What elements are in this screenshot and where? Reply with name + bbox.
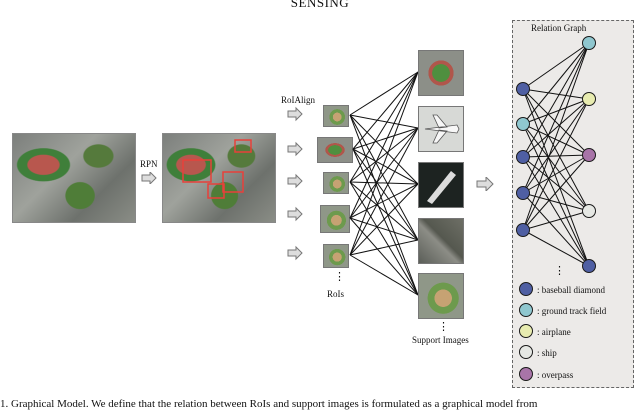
graph-arrow-icon <box>476 177 494 191</box>
rois-label: RoIs <box>327 289 345 299</box>
support-ellipsis: ⋮ <box>438 321 449 333</box>
support-images-label: Support Images <box>412 335 469 345</box>
support-image-diamond <box>418 273 464 319</box>
roialign-label: RoIAlign <box>281 95 316 105</box>
legend-swatch <box>519 282 533 296</box>
legend-label: : overpass <box>537 370 574 380</box>
legend-label: : baseball diamond <box>537 285 605 295</box>
rpn-label: RPN <box>140 159 158 169</box>
graph-node-left <box>516 223 530 237</box>
graph-node-right <box>582 148 596 162</box>
roi-thumbnail <box>323 244 349 268</box>
arrow-icon <box>287 206 303 222</box>
graph-node-left <box>516 186 530 200</box>
legend-swatch <box>519 324 533 338</box>
graph-node-left <box>516 117 530 131</box>
roi-thumbnail <box>323 172 349 194</box>
support-image-ship <box>418 162 464 208</box>
legend-swatch <box>519 345 533 359</box>
arrow-icon <box>287 173 303 189</box>
relation-graph-title: Relation Graph <box>531 23 587 33</box>
legend-label: : ship <box>537 348 557 358</box>
graph-node-right <box>582 92 596 106</box>
ship-icon <box>427 171 456 204</box>
graph-node-left <box>516 150 530 164</box>
graph-node-right <box>582 36 596 50</box>
rois-ellipsis: ⋮ <box>334 271 345 283</box>
page-header: SENSING <box>290 0 350 10</box>
legend-label: : ground track field <box>537 306 607 316</box>
arrow-icon <box>287 106 303 122</box>
proposal-boxes <box>182 139 252 199</box>
legend-swatch <box>519 367 533 381</box>
rpn-arrow-icon <box>141 172 157 184</box>
arrow-icon <box>287 141 303 157</box>
airplane-icon <box>424 114 460 144</box>
support-image-overpass <box>418 218 464 264</box>
support-image-track <box>418 50 464 96</box>
graph-node-right <box>582 259 596 273</box>
roi-arrows <box>287 106 303 261</box>
graph-node-left <box>516 82 530 96</box>
support-image-airplane <box>418 106 464 152</box>
arrow-icon <box>287 245 303 261</box>
graph-ellipsis: ⋮ <box>554 265 565 277</box>
graph-node-right <box>582 204 596 218</box>
legend-label: : airplane <box>537 327 571 337</box>
legend-swatch <box>519 303 533 317</box>
proposal-aerial-image <box>162 133 276 223</box>
roi-thumbnail <box>317 137 353 163</box>
figure-caption: 1. Graphical Model. We define that the r… <box>0 398 538 410</box>
roi-thumbnail <box>320 205 350 233</box>
roi-thumbnail <box>323 105 349 127</box>
input-aerial-image <box>12 133 136 223</box>
